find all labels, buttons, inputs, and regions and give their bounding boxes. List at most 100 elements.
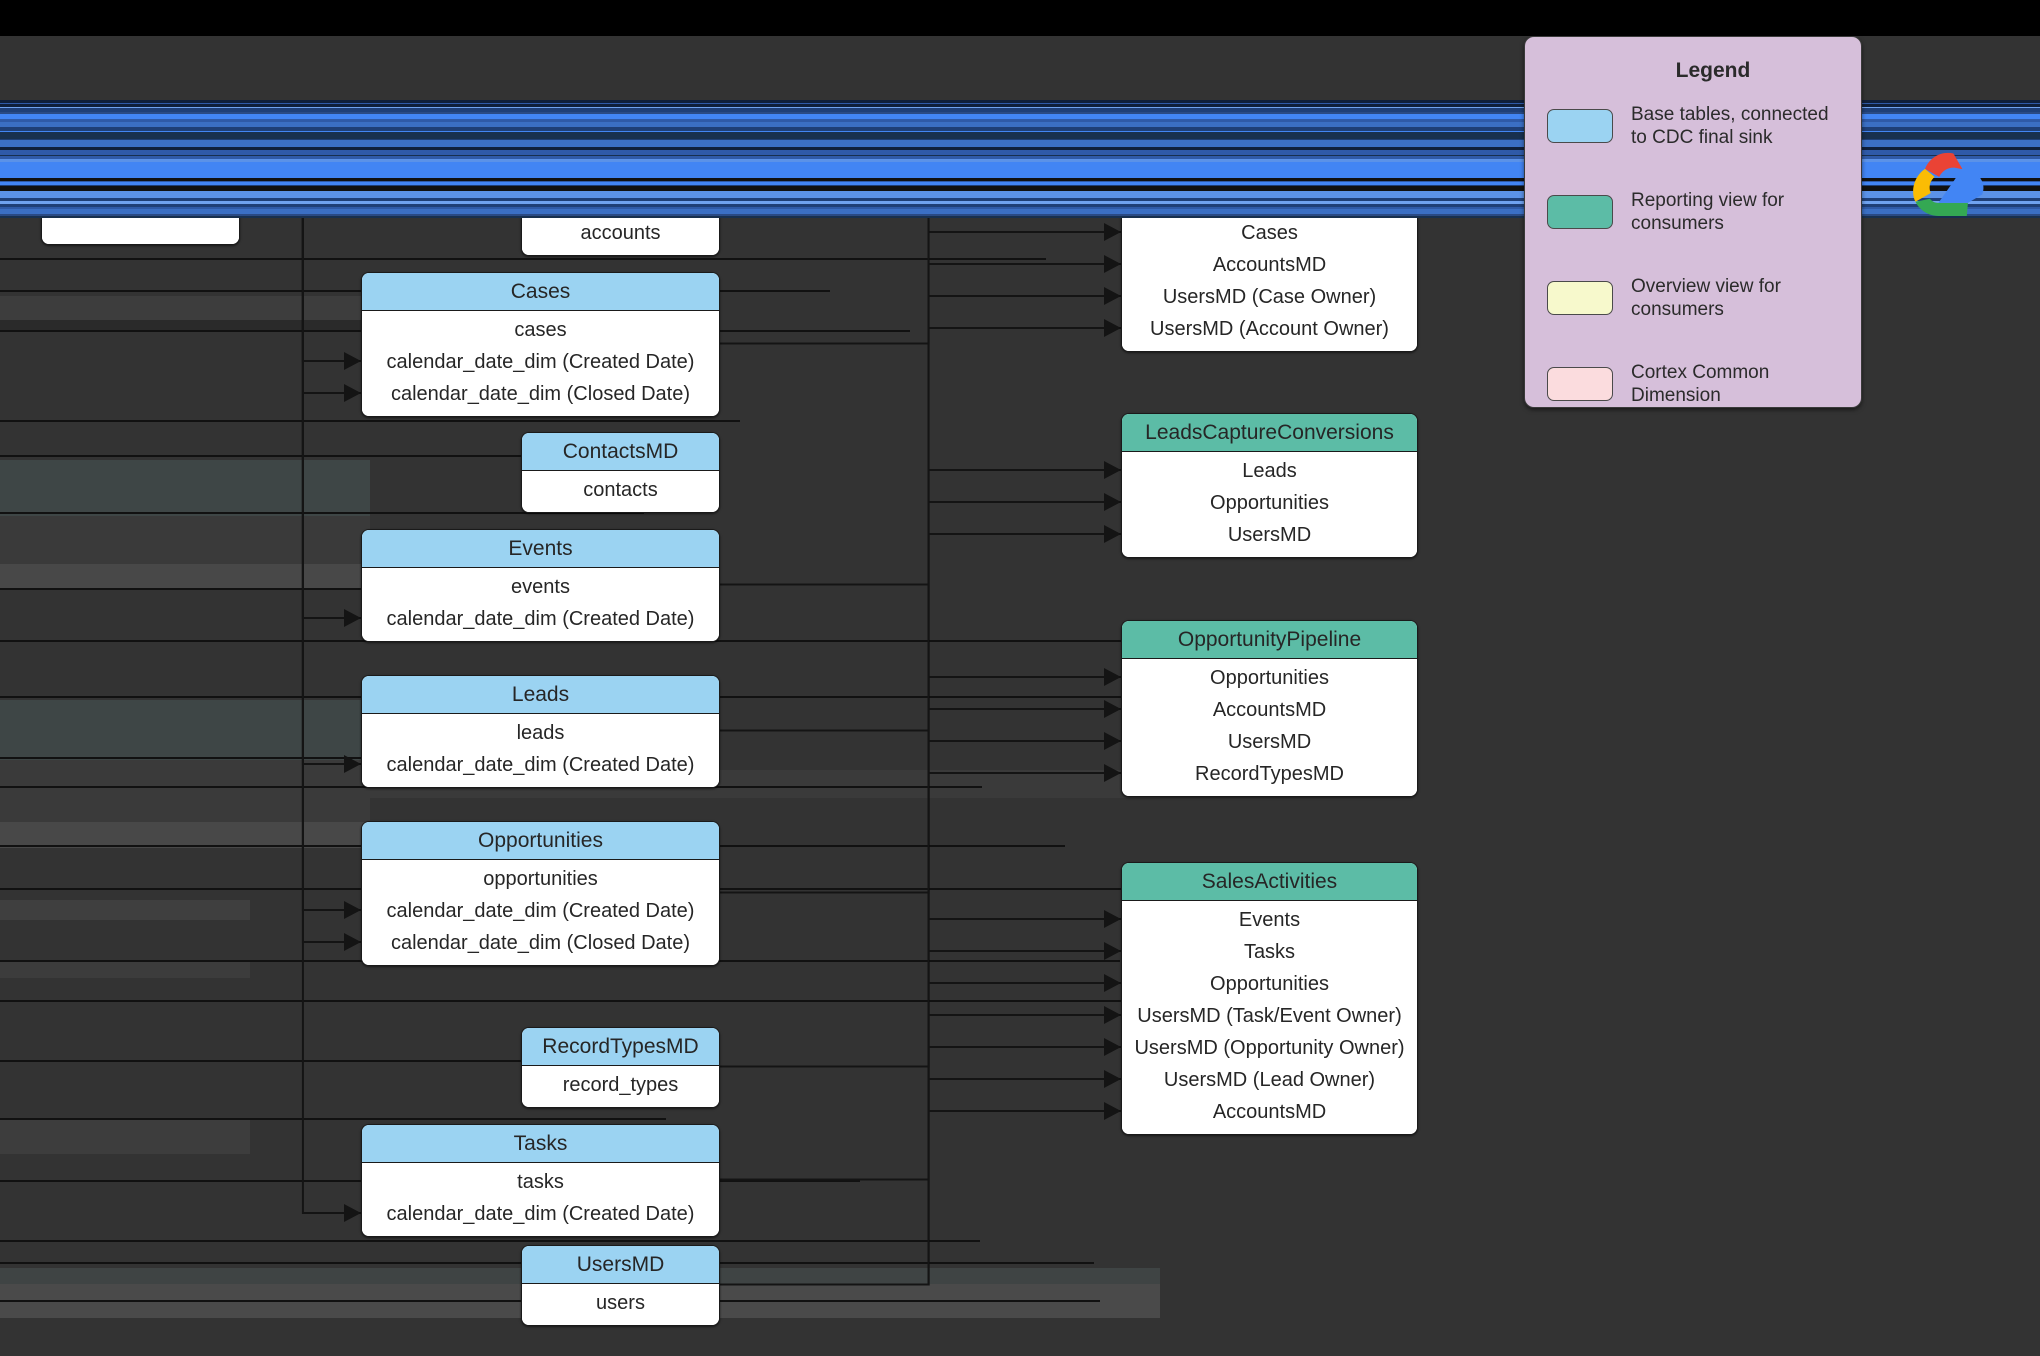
legend-swatch — [1547, 281, 1613, 315]
scanline — [0, 209, 2040, 214]
legend-item-label: Overview view for consumers — [1631, 276, 1781, 320]
entity-node-field: RecordTypesMD — [1195, 763, 1344, 785]
entity-node-fields: record_types — [522, 1066, 719, 1107]
entity-node-title: Leads — [362, 676, 719, 714]
entity-node-field: AccountsMD — [1212, 254, 1327, 276]
legend-title: Legend — [1675, 59, 1751, 82]
legend-item-label: Reporting view for consumers — [1631, 190, 1785, 234]
entity-node-title: Opportunities — [362, 822, 719, 860]
scanline — [0, 156, 2040, 159]
entity-node-fields: tasks calendar_date_dim (Created Date) — [362, 1163, 719, 1236]
entity-node-field: UsersMD (Case Owner) — [1162, 286, 1377, 308]
entity-node-field: UsersMD (Opportunity Owner) — [1134, 1037, 1405, 1059]
scanline — [0, 191, 2040, 198]
scanline — [0, 198, 2040, 201]
background-rule — [0, 258, 1046, 260]
scanline — [0, 104, 2040, 107]
legend-item: Cortex Common Dimension — [1525, 355, 1861, 441]
legend-item: Base tables, connected to CDC final sink — [1525, 97, 1861, 183]
scanline — [0, 112, 2040, 114]
background-rule — [0, 1000, 1200, 1002]
background-smear — [0, 700, 370, 760]
entity-node-field: calendar_date_dim (Closed Date) — [390, 932, 691, 954]
entity-node-events[interactable]: Events events calendar_date_dim (Created D… — [361, 529, 720, 642]
scanline — [0, 204, 2040, 207]
scanline — [0, 132, 2040, 139]
scanline — [0, 122, 2040, 127]
scanline — [0, 207, 2040, 209]
entity-node-field: opportunities — [483, 868, 598, 890]
legend-panel: Legend Base tables, connected to CDC fin… — [1524, 36, 1862, 408]
scanline — [0, 147, 2040, 150]
google-cloud-logo — [1913, 152, 1984, 216]
scanline — [0, 140, 2040, 147]
entity-node-field: calendar_date_dim (Created Date) — [386, 754, 695, 776]
legend-item: Overview view for consumers — [1525, 269, 1861, 355]
background-smear — [0, 760, 370, 822]
entity-node-title: Events — [362, 530, 719, 568]
entity-node-field: leads — [516, 722, 565, 744]
entity-node-field: Opportunities — [1210, 667, 1329, 689]
background-smear — [0, 960, 250, 978]
entity-node-field: calendar_date_dim (Created Date) — [386, 608, 695, 630]
legend-item: Reporting view for consumers — [1525, 183, 1861, 269]
entity-node-leads[interactable]: Leads leads calendar_date_dim (Created Dat… — [361, 675, 720, 788]
scanline — [0, 127, 2040, 131]
entity-node-field: UsersMD (Task/Event Owner) — [1137, 1005, 1402, 1027]
background-smear — [0, 1120, 250, 1154]
entity-node-fields — [42, 214, 239, 244]
entity-node-title: SalesActivities — [1122, 863, 1417, 901]
entity-node-title: Tasks — [362, 1125, 719, 1163]
entity-node-field: calendar_date_dim (Created Date) — [386, 1203, 695, 1225]
scanline — [0, 176, 2040, 181]
entity-node-fields: accounts — [522, 214, 719, 255]
scanline — [0, 131, 2040, 132]
background-smear — [0, 822, 370, 848]
scanline — [0, 185, 2040, 186]
scanline — [0, 100, 2040, 103]
entity-node-field: events — [511, 576, 570, 598]
scanline — [0, 181, 2040, 182]
entity-node-field: tasks — [517, 1171, 564, 1193]
entity-node-field: UsersMD — [1227, 731, 1312, 753]
entity-node-fields: users — [522, 1284, 719, 1325]
entity-node-field: calendar_date_dim (Created Date) — [386, 900, 695, 922]
entity-node-field: accounts — [580, 222, 661, 244]
scanline — [0, 201, 2040, 204]
legend-item-label: Cortex Common Dimension — [1631, 362, 1770, 406]
entity-node-field: UsersMD (Lead Owner) — [1163, 1069, 1376, 1091]
scanline — [0, 108, 2040, 112]
legend-swatch — [1547, 367, 1613, 401]
entity-node-fields: contacts — [522, 471, 719, 512]
scanline — [0, 159, 2040, 163]
entity-node-tasks[interactable]: Tasks tasks calendar_date_dim (Created Dat… — [361, 1124, 720, 1237]
legend-item-label: Base tables, connected to CDC final sink — [1631, 104, 1829, 148]
scanline — [0, 214, 2040, 216]
entity-node-fields: events calendar_date_dim (Created Date) — [362, 568, 719, 641]
scanline — [0, 155, 2040, 156]
entity-node-field: UsersMD (Account Owner) — [1150, 318, 1389, 340]
background-smear — [0, 516, 370, 564]
entity-node-title: Cases — [362, 273, 719, 311]
entity-node-opportunities[interactable]: Opportunities opportunities calendar_date_… — [361, 821, 720, 966]
background-smear — [0, 460, 370, 516]
scanline — [0, 139, 2040, 140]
top-black-band — [0, 0, 2040, 36]
entity-node-title: LeadsCaptureConversions — [1122, 414, 1417, 452]
entity-node-field: AccountsMD — [1212, 699, 1327, 721]
scanline — [0, 119, 2040, 122]
entity-node-title: OpportunityPipeline — [1122, 621, 1417, 659]
